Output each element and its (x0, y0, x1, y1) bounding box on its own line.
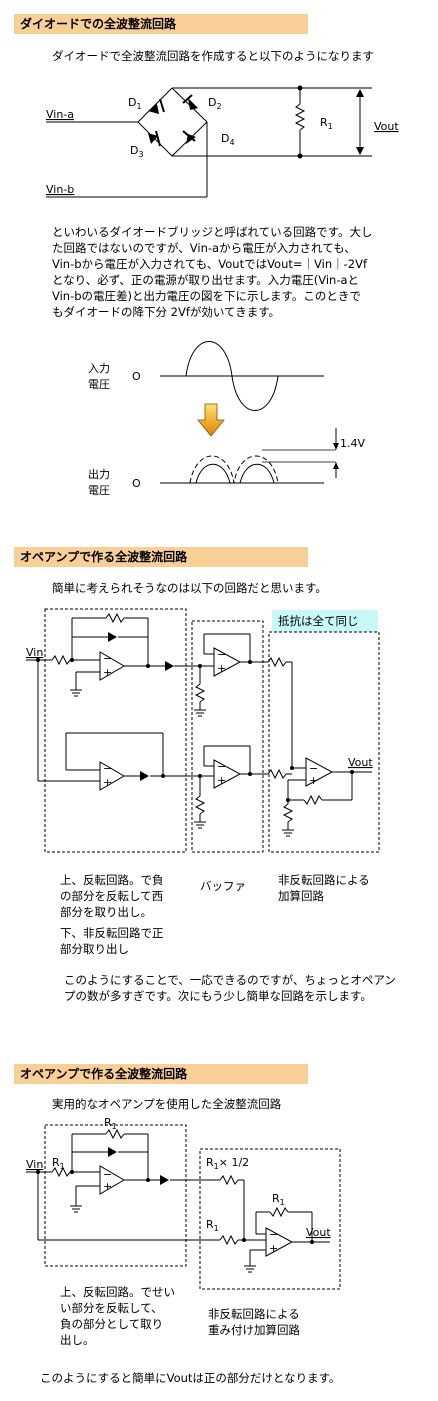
section-1-body-line-4: となり、必ず、正の電源が取り出せます。入力電圧(Vin-aと (52, 273, 360, 287)
svg-text:+: + (309, 774, 318, 787)
svg-text:R1× 1/2: R1× 1/2 (206, 1156, 249, 1171)
svg-text:R1: R1 (272, 1192, 285, 1207)
svg-text:+: + (269, 1242, 278, 1255)
practical-caption-left-1: 上、反転回路。でせい (60, 1285, 175, 1299)
svg-text:+: + (103, 776, 112, 789)
section-3-intro: 実用的なオペアンプを使用した全波整流回路 (52, 1097, 282, 1111)
svg-text:R1: R1 (206, 1218, 219, 1233)
r1-half-label: R (206, 1156, 214, 1169)
svg-text:D4: D4 (221, 132, 235, 147)
svg-text:−: − (217, 648, 226, 661)
vin-a-label: Vin-a (46, 108, 74, 121)
caption-upper-line-3: 部分を取り出し。 (60, 905, 152, 919)
d4-label: D (221, 132, 229, 145)
svg-text:−: − (269, 1228, 278, 1241)
caption-buffer: バッファ (200, 879, 246, 893)
section-2-body-line-2: プの数が多すぎです。次にもう少し簡単な回路を示します。 (64, 989, 372, 1003)
practical-caption-left-4: 出し。 (60, 1333, 95, 1347)
vin-b-label: Vin-b (46, 183, 74, 196)
voltage-drop-label: 1.4V (340, 437, 365, 450)
practical-caption-left-3: 負の部分として取り (60, 1317, 164, 1331)
svg-text:−: − (217, 760, 226, 773)
svg-text:R1: R1 (52, 1156, 65, 1171)
section-3-conclusion: このようにすると簡単にVoutは正の部分だけとなります。 (40, 1371, 341, 1385)
caption-lower-line-1: 下、非反転回路で正 (60, 926, 164, 940)
d3-label: D (130, 144, 138, 157)
input-label-1: 入力 (88, 362, 110, 375)
section-1-intro: ダイオードで全波整流回路を作成すると以下のようになります (52, 49, 374, 63)
svg-text:D1: D1 (128, 96, 142, 111)
opamp-vin-label: Vin (26, 646, 43, 659)
practical-vout-label: Vout (306, 1226, 331, 1239)
svg-text:+: + (217, 774, 226, 787)
svg-text:−: − (103, 652, 112, 665)
practical-vin-label: Vin (26, 1158, 43, 1171)
section-1-body-line-3: Vin-bから電圧が入力されても、VoutではVout=｜Vin｜-2Vf (52, 257, 368, 271)
output-label-2: 電圧 (88, 484, 110, 497)
practical-caption-right-1: 非反転回路による (208, 1307, 300, 1321)
d2-label: D (208, 96, 216, 109)
svg-text:−: − (103, 762, 112, 775)
section-1-body-line-1: といわいるダイオードブリッジと呼ばれている回路です。大し (52, 225, 373, 239)
r1-input-label: R (52, 1156, 60, 1169)
caption-upper-line-2: の部分を反転して西 (60, 889, 164, 903)
svg-text:+: + (217, 662, 226, 675)
output-zero-label: O (132, 477, 141, 490)
d1-label: D (128, 96, 136, 109)
svg-text:−: − (103, 1168, 112, 1181)
r1-label: R (320, 116, 328, 129)
section-2-body-line-1: このようにすることで、一応できるのですが、ちょっとオペアン (64, 973, 396, 987)
section-2-title: オペアンプで作る全波整流回路 (14, 547, 308, 567)
section-1-body-line-6: もダイオードの降下分 2Vfが効いてきます。 (52, 305, 281, 319)
svg-text:R1: R1 (104, 1116, 117, 1131)
resistor-note: 抵抗は全て同じ (272, 610, 378, 632)
down-arrow-icon (197, 403, 225, 437)
caption-upper-line-1: 上、反転回路。で負 (60, 873, 164, 887)
section-1-body-line-5: Vin-bの電圧差)と出力電圧の図を下に示します。このときで (52, 289, 361, 303)
section-1-body-line-2: た回路ではないのですが、Vin-aから電圧が入力されても、 (52, 241, 356, 255)
r1-top-label: R (104, 1116, 112, 1129)
svg-text:D3: D3 (130, 144, 144, 159)
input-zero-label: O (132, 370, 141, 383)
r1-feedback-label: R (272, 1192, 280, 1205)
section-3-title: オペアンプで作る全波整流回路 (14, 1064, 308, 1084)
section-1-title: ダイオードでの全波整流回路 (14, 14, 308, 34)
vout-label: Vout (374, 120, 399, 133)
opamp-vout-label: Vout (348, 756, 373, 769)
caption-lower-line-2: 部分取り出し (60, 942, 129, 956)
svg-text:R1: R1 (320, 116, 333, 131)
r1-lower-label: R (206, 1218, 214, 1231)
svg-text:−: − (309, 762, 318, 775)
input-label-2: 電圧 (88, 378, 110, 391)
caption-adder-line-1: 非反転回路による (278, 873, 370, 887)
practical-caption-right-2: 重み付け加算回路 (208, 1323, 300, 1337)
svg-text:+: + (103, 666, 112, 679)
output-label-1: 出力 (88, 467, 110, 481)
practical-caption-left-2: い部分を反転して、 (60, 1301, 163, 1315)
section-2-intro: 簡単に考えられそうなのは以下の回路だと思います。 (52, 581, 327, 595)
svg-text:D2: D2 (208, 96, 222, 111)
caption-adder-line-2: 加算回路 (278, 889, 324, 903)
svg-text:+: + (103, 1180, 112, 1193)
